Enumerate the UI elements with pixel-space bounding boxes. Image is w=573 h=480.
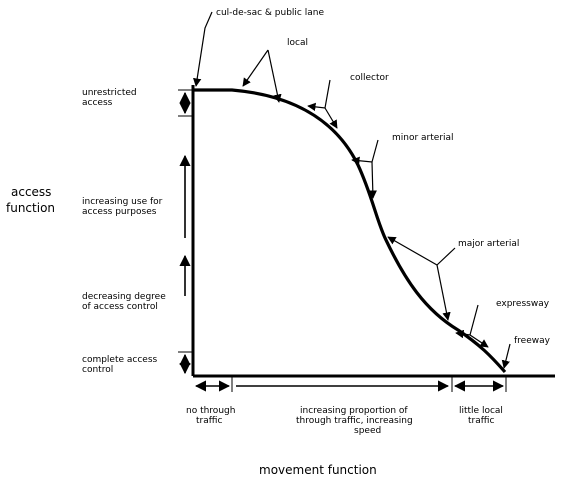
cul-de-sac-pointer bbox=[193, 11, 213, 87]
decreasing-degree-label-1: decreasing degree bbox=[82, 292, 166, 302]
decreasing-degree-label-2: of access control bbox=[82, 302, 158, 312]
x-axis-title: movement function bbox=[259, 463, 377, 477]
increasing-use-label-1: increasing use for bbox=[82, 197, 163, 207]
minor-arterial-label: minor arterial bbox=[392, 133, 454, 143]
collector-pointer-a bbox=[307, 79, 331, 112]
complete-access-label-1: complete access bbox=[82, 355, 158, 365]
local-pointer-a bbox=[242, 49, 269, 87]
major-arterial-pointer-a bbox=[387, 236, 438, 266]
increasing-use-label-2: access purposes bbox=[82, 207, 157, 217]
collector-label: collector bbox=[350, 73, 389, 83]
no-through-label-2: traffic bbox=[196, 416, 222, 426]
minor-arterial-pointer-b bbox=[368, 161, 377, 199]
unrestricted-label-1: unrestricted bbox=[82, 88, 137, 98]
expressway-pointer-b bbox=[469, 334, 489, 348]
local-pointer-b bbox=[267, 49, 282, 103]
freeway-pointer bbox=[501, 343, 511, 369]
major-arterial-pointer-b bbox=[436, 264, 451, 321]
major-arterial-leader bbox=[436, 247, 456, 266]
unrestricted-label-2: access bbox=[82, 98, 113, 108]
no-through-label-1: no through bbox=[186, 406, 235, 416]
increasing-prop-label-3: speed bbox=[354, 426, 381, 436]
y-axis-title-2: function bbox=[6, 201, 55, 215]
major-arterial-label: major arterial bbox=[458, 239, 519, 249]
increasing-prop-label-1: increasing proportion of bbox=[300, 406, 408, 416]
increasing-prop-label-2: through traffic, increasing bbox=[296, 416, 413, 426]
freeway-label: freeway bbox=[514, 336, 551, 346]
expressway-label: expressway bbox=[496, 299, 550, 309]
cul-de-sac-label: cul-de-sac & public lane bbox=[216, 8, 324, 18]
little-local-label-1: little local bbox=[459, 406, 503, 416]
little-local-label-2: traffic bbox=[468, 416, 494, 426]
collector-pointer-b bbox=[324, 107, 338, 129]
y-axis-title-1: access bbox=[11, 185, 51, 199]
complete-access-label-2: control bbox=[82, 365, 113, 375]
local-label: local bbox=[287, 38, 308, 48]
access-movement-curve bbox=[193, 88, 507, 374]
